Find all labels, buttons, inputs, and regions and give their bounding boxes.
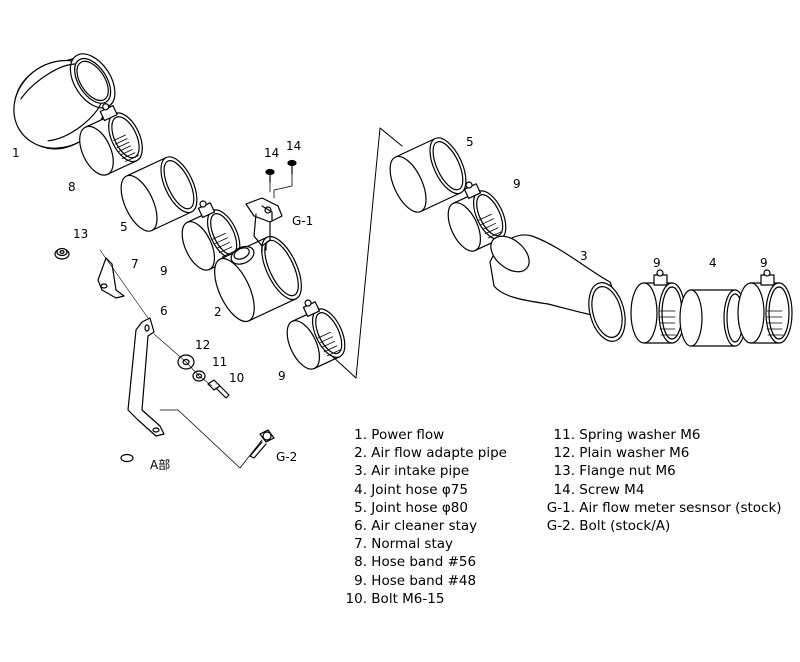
- callout-screw-left: 14: [264, 146, 279, 160]
- callout-a-part: A部: [150, 457, 170, 472]
- legend-item: 13. Flange nut M6: [538, 462, 782, 480]
- hose-band-right-a: [630, 269, 686, 344]
- callout-bolt: 10: [229, 371, 244, 385]
- legend-item: G-1. Air flow meter sesnsor (stock): [538, 499, 782, 517]
- callout-joint-hose-right: 5: [466, 135, 474, 149]
- legend-item-text: Power flow: [371, 427, 445, 443]
- callout-joint-hose-75: 4: [709, 256, 717, 270]
- legend-item: 3. Air intake pipe: [338, 462, 507, 480]
- legend-item: 11. Spring washer M6: [538, 426, 782, 444]
- legend-item-number: 8.: [354, 554, 367, 571]
- a-part-marker: [120, 453, 134, 463]
- callout-spring-washer: 11: [212, 355, 227, 369]
- legend-item-number: G-1.: [546, 499, 575, 516]
- legend-item-number: 4.: [354, 481, 367, 498]
- legend-item-text: Flange nut M6: [579, 463, 676, 480]
- legend-item-text: Screw M4: [579, 481, 645, 498]
- legend-item: 2. Air flow adapte pipe: [338, 444, 507, 462]
- callout-hose-band-right-a: 9: [653, 256, 661, 270]
- legend-item: 4. Joint hose φ75: [338, 481, 507, 499]
- legend-item-number: 13.: [553, 463, 575, 480]
- joint-hose-right: [389, 137, 467, 213]
- legend-item-number: 5.: [354, 499, 367, 516]
- callout-air-cleaner-stay: 6: [160, 304, 168, 318]
- legend-item-number: G-2.: [546, 517, 575, 534]
- callout-normal-stay: 7: [131, 257, 139, 271]
- legend-item-text: Joint hose φ75: [371, 481, 468, 498]
- legend-item: 8. Hose band #56: [338, 553, 507, 571]
- callout-bolt-stock: G-2: [276, 450, 297, 464]
- legend-item-text: Bolt M6-15: [371, 590, 445, 607]
- legend-item: 12. Plain washer M6: [538, 444, 782, 462]
- callout-hose-band-lower-left: 9: [278, 369, 286, 383]
- legend-item-text: Hose band #56: [371, 554, 477, 571]
- legend-item-number: 10.: [345, 590, 367, 607]
- joint-hose-75: [679, 289, 747, 347]
- legend-item: 1. Power flow: [338, 426, 507, 444]
- legend-item: 5. Joint hose φ80: [338, 499, 507, 517]
- legend-item-number: 1.: [354, 427, 367, 443]
- air-flow-adapter-pipe: [214, 235, 302, 323]
- legend-item: 10. Bolt M6-15: [338, 590, 507, 608]
- legend-item: 14. Screw M4: [538, 481, 782, 499]
- legend-item: G-2. Bolt (stock/A): [538, 517, 782, 535]
- flange-nut: [54, 247, 70, 260]
- legend-item-text: Joint hose φ80: [371, 499, 468, 516]
- legend-item-number: 6.: [354, 517, 367, 534]
- hose-band-56: [79, 103, 143, 176]
- joint-hose-left: [120, 156, 198, 232]
- legend-item-text: Air intake pipe: [371, 463, 470, 480]
- screw-guide-lines: [269, 173, 293, 199]
- legend-item-number: 9.: [354, 572, 367, 589]
- legend-item-text: Plain washer M6: [579, 445, 690, 462]
- callout-air-flow-pipe: 2: [214, 305, 222, 319]
- legend-item: 7. Normal stay: [338, 535, 507, 553]
- callout-screw-right: 14: [286, 139, 301, 153]
- legend-item-text: Normal stay: [371, 536, 454, 553]
- legend-item-number: 12.: [553, 445, 575, 462]
- hose-band-right-upper: [447, 181, 507, 252]
- callout-hose-band-upper-left: 9: [160, 264, 168, 278]
- a-part-lead-line: [99, 249, 149, 319]
- g2-guide-line: [159, 409, 263, 469]
- power-flow-filter: [13, 53, 116, 150]
- bolt-m6: [207, 379, 230, 399]
- legend-item: 9. Hose band #48: [338, 572, 507, 590]
- callout-power-flow: 1: [12, 146, 20, 160]
- hose-band-lower-left: [286, 299, 346, 370]
- legend-item-number: 3.: [354, 463, 367, 480]
- legend-item-number: 7.: [354, 536, 367, 553]
- air-cleaner-stay: [127, 317, 165, 437]
- air-intake-pipe: [489, 234, 626, 342]
- legend-item-number: 2.: [354, 445, 367, 462]
- bolt-stock-g2: [249, 429, 275, 459]
- callout-hose-band-56: 8: [68, 180, 76, 194]
- callout-flange-nut: 13: [73, 227, 88, 241]
- legend-item-text: Air cleaner stay: [371, 517, 478, 534]
- legend-item-text: Spring washer M6: [579, 427, 701, 443]
- callout-labels: 1 8 5 13 7 9 6 2 12 11 10 9 A部 G-2 14 14…: [12, 135, 768, 472]
- hose-band-right-b: [737, 269, 793, 344]
- legend-item-number: 11.: [553, 427, 575, 443]
- assembly-connection-line: [331, 127, 403, 379]
- legend-item-text: Bolt (stock/A): [579, 517, 671, 534]
- bolt-guide-line: [153, 333, 213, 387]
- callout-hose-band-right-upper: 9: [513, 177, 521, 191]
- callout-sensor: G-1: [292, 214, 313, 228]
- legend-item-text: Air flow adapte pipe: [371, 445, 507, 462]
- legend-item: 6. Air cleaner stay: [338, 517, 507, 535]
- legend-item-number: 14.: [553, 481, 575, 498]
- legend-item-text: Air flow meter sesnsor (stock): [579, 499, 782, 516]
- callout-plain-washer: 12: [195, 338, 210, 352]
- air-flow-meter-sensor: [245, 197, 283, 253]
- callout-air-intake-pipe: 3: [580, 249, 588, 263]
- screw-left: [265, 168, 275, 183]
- callout-joint-hose-left: 5: [120, 220, 128, 234]
- legend-item-text: Hose band #48: [371, 572, 477, 589]
- screw-right: [287, 159, 297, 175]
- callout-hose-band-right-b: 9: [760, 256, 768, 270]
